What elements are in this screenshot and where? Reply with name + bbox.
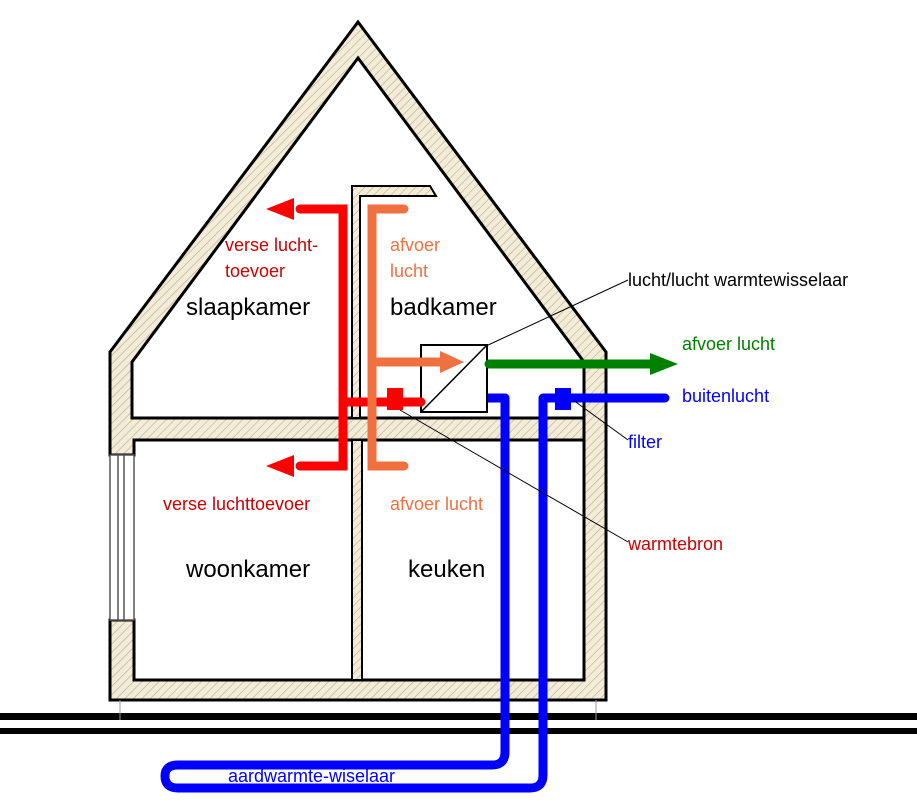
window [109,454,135,621]
partition-wall [351,185,438,681]
foundation-marks [119,700,597,720]
label-ground-loop: aardwarmte-wiselaar [228,766,395,786]
label-outside-air: buitenlucht [682,386,769,406]
ground-lines [0,713,917,734]
exhaust-internal-pipe [367,204,445,471]
label-fresh-supply-lower: verse luchttoevoer [163,494,310,514]
fresh-supply-arrowhead-upper [266,198,294,220]
label-exhaust-upper-1: afvoer [390,235,440,255]
label-heat-exchanger: lucht/lucht warmtewisselaar [628,270,848,290]
heat-source-block [387,388,403,410]
label-exhaust-out: afvoer lucht [682,334,775,354]
room-label-bathroom: badkamer [390,294,497,321]
room-label-bedroom: slaapkamer [186,294,310,321]
label-exhaust-upper-2: lucht [390,261,428,281]
room-label-living: woonkamer [185,556,310,583]
leader-lines [399,279,629,543]
label-exhaust-lower: afvoer lucht [390,494,483,514]
label-filter: filter [628,432,662,452]
label-heat-source: warmtebron [627,534,723,554]
label-fresh-supply-upper-1: verse lucht- [225,235,318,255]
room-label-kitchen: keuken [408,556,485,583]
ground-loop-pipe [160,393,670,793]
fresh-supply-arrowhead-lower [266,455,294,477]
label-fresh-supply-upper-2: toevoer [225,261,285,281]
exhaust-out-arrowhead [650,353,678,375]
fresh-supply-pipe [295,204,426,471]
filter-block [555,388,571,410]
exhaust-arrowhead [440,351,464,373]
heat-exchanger [420,344,488,413]
